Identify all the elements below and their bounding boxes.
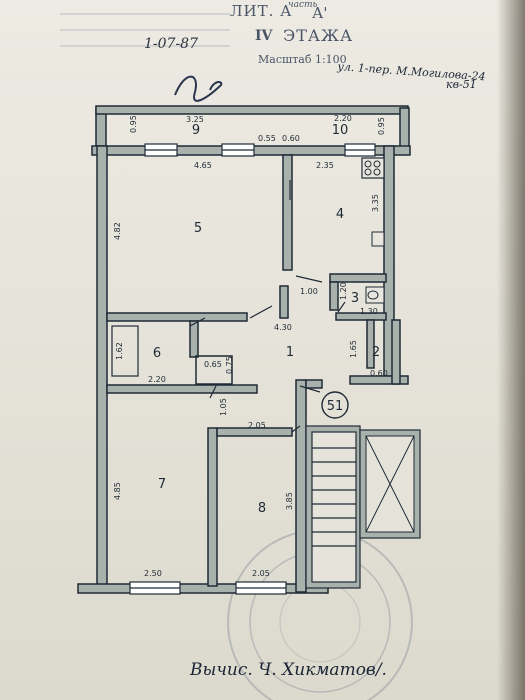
dim-label: 1.30 — [360, 307, 378, 316]
dim-label: 0.55 — [258, 134, 276, 143]
dim-label: 0.95 — [129, 115, 138, 133]
faded-corner-stamp — [60, 0, 240, 70]
dim-label: 3.35 — [371, 194, 380, 212]
dim-label: 1.05 — [219, 398, 228, 416]
room-3-label: 3 — [351, 291, 359, 306]
room-9-label: 9 — [192, 123, 200, 138]
room-5-label: 5 — [194, 221, 202, 236]
dim-label: 0.60 — [282, 134, 300, 143]
lit-label: ЛИТ. А — [230, 2, 293, 20]
dim-label: 4.85 — [113, 482, 122, 500]
dim-label: 2.20 — [148, 375, 166, 384]
dim-label: 1.20 — [339, 282, 348, 300]
issue-date: 1-07-87 — [144, 36, 198, 52]
room-8-label: 8 — [258, 501, 266, 516]
dim-label: 4.65 — [194, 161, 212, 170]
paper-edge-shadow — [497, 0, 525, 700]
room-10-label: 10 — [332, 123, 349, 138]
dim-label: 1.65 — [349, 340, 358, 358]
kitchen-sink — [371, 231, 385, 247]
dim-label: 2.05 — [252, 569, 270, 578]
room-7-label: 7 — [158, 477, 166, 492]
room-1-label: 1 — [286, 345, 294, 360]
dim-label: 0.95 — [377, 117, 386, 135]
scale-label: Масштаб 1:100 — [258, 53, 347, 66]
floor-number: IV — [255, 28, 273, 44]
part-label: часть — [288, 0, 318, 10]
dim-label: 0.60 — [370, 369, 388, 378]
windows — [129, 143, 376, 595]
apartment-number: кв-51 — [446, 78, 477, 91]
dim-label: 2.50 — [144, 569, 162, 578]
staircase — [305, 425, 361, 589]
signature-line: Вычис. Ч. Хикматов/. — [190, 660, 387, 680]
dim-label: 4.30 — [274, 323, 292, 332]
dim-label: 0.65 — [204, 360, 222, 369]
apartment-badge: 51 — [327, 399, 344, 414]
cabinet-room-6 — [111, 325, 139, 377]
dim-label: 1.62 — [115, 342, 124, 360]
dim-label: 4.82 — [113, 222, 122, 240]
toilet-fixture — [365, 286, 385, 304]
dim-label: 1.00 — [300, 287, 318, 296]
floor-label: ЭТАЖА — [283, 26, 354, 45]
room-2-label: 2 — [372, 345, 380, 360]
dim-label: 0.75 — [225, 356, 234, 374]
room-6-label: 6 — [153, 346, 161, 361]
elevator-shaft — [359, 429, 421, 539]
dim-label: 3.25 — [186, 115, 204, 124]
kitchen-stove — [361, 157, 385, 179]
doors — [189, 180, 346, 433]
signature-scribble — [174, 75, 223, 102]
lit-suffix: А' — [312, 4, 328, 22]
dim-label: 2.20 — [334, 114, 352, 123]
apartment-badge-circle — [321, 391, 349, 419]
room-4-label: 4 — [336, 207, 344, 222]
dim-label: 2.35 — [316, 161, 334, 170]
dim-label: 3.85 — [285, 492, 294, 510]
dim-label: 2.05 — [248, 421, 266, 430]
